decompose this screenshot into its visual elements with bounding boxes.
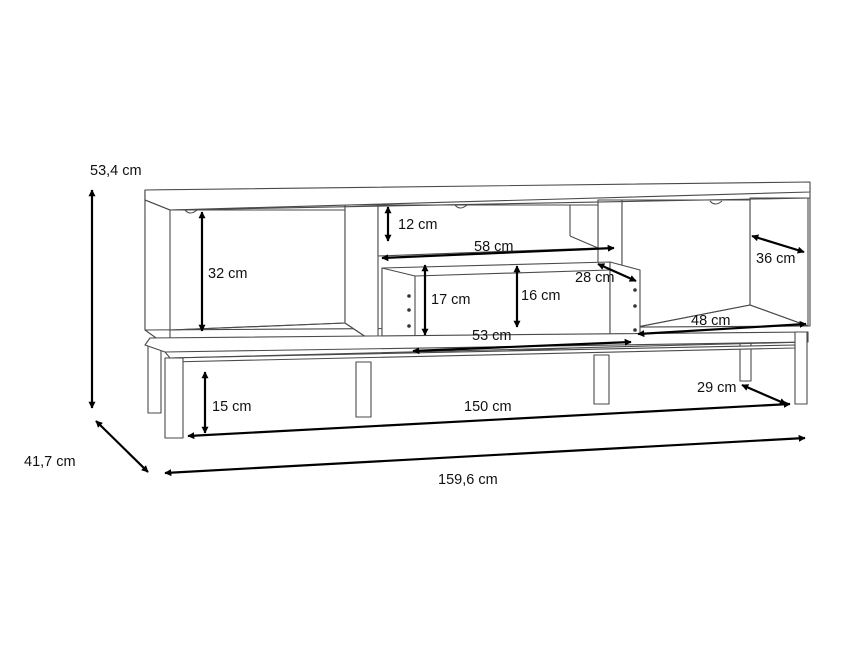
inner-leg-2 [593, 354, 610, 405]
left-compartment [169, 209, 346, 331]
drawer-right-panel [609, 261, 641, 346]
front-left-leg [164, 357, 184, 439]
dim-arrow-top-opening-width [381, 244, 615, 262]
label-drawer-inner-height: 16 cm [521, 288, 561, 304]
back-left-leg [147, 344, 162, 414]
label-total-height: 53,4 cm [90, 163, 142, 179]
label-drawer-width: 53 cm [472, 328, 512, 344]
label-compartment-height: 32 cm [208, 266, 248, 282]
label-total-depth: 41,7 cm [24, 454, 76, 470]
dim-arrow-base-depth [741, 383, 787, 406]
label-top-opening-height: 12 cm [398, 217, 438, 233]
label-top-opening-width: 58 cm [474, 239, 514, 255]
dim-arrow-total-width [164, 434, 806, 477]
dimension-arrows [88, 189, 807, 477]
label-total-width: 159,6 cm [438, 472, 498, 488]
label-base-depth: 29 cm [697, 380, 737, 396]
label-right-compartment-width: 48 cm [691, 313, 731, 329]
label-leg-height: 15 cm [212, 399, 252, 415]
dim-arrow-drawer-width [412, 338, 632, 355]
front-right-leg [794, 331, 808, 405]
top-panel [144, 181, 811, 211]
inner-leg-1 [355, 361, 372, 418]
dim-arrow-right-compartment-depth [751, 234, 805, 254]
label-right-compartment-depth: 36 cm [756, 251, 796, 267]
label-drawer-front-height: 17 cm [431, 292, 471, 308]
label-base-width: 150 cm [464, 399, 512, 415]
dim-arrow-base-width [187, 400, 791, 440]
dim-arrow-total-depth [95, 420, 149, 473]
dim-arrow-right-compartment-width [637, 320, 807, 338]
dim-arrow-drawer-depth [597, 262, 637, 283]
dimension-labels: 53,4 cm 41,7 cm 159,6 cm 150 cm 15 cm 29… [24, 163, 796, 488]
tv-stand-outline [144, 181, 811, 439]
label-drawer-depth: 28 cm [575, 270, 615, 286]
divider-left [344, 204, 379, 346]
